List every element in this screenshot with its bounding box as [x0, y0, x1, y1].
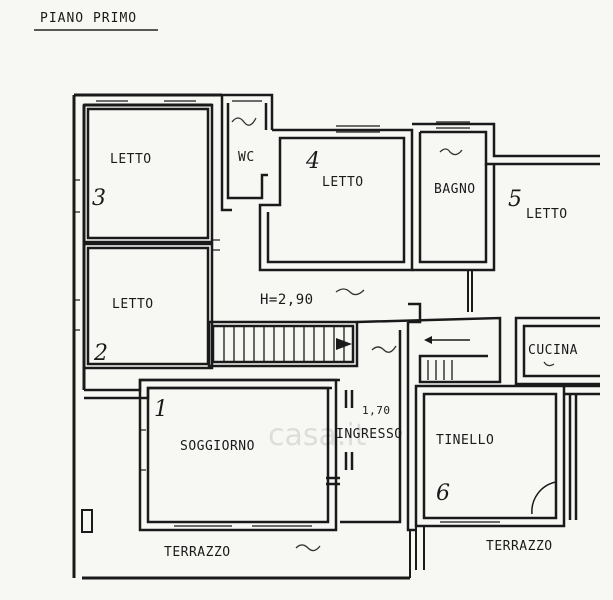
label-terrazzo-right: TERRAZZO [486, 539, 553, 554]
stair-arrow-icon [336, 338, 352, 350]
room-bagno-walls [412, 122, 600, 272]
room-letto-4-walls [258, 128, 414, 272]
label-terrazzo-left: TERRAZZO [164, 545, 231, 560]
outer-walls [72, 93, 410, 580]
label-letto-5: LETTO [526, 207, 568, 222]
room-letto-5-walls [467, 270, 473, 312]
label-bagno: BAGNO [434, 182, 476, 197]
number-tinello: 6 [436, 481, 450, 506]
room-letto-2-walls [82, 242, 214, 370]
label-wc: WC [238, 150, 255, 165]
room-tinello-walls [414, 384, 600, 528]
label-cucina: CUCINA [528, 343, 578, 358]
label-ingresso: INGRESSO [336, 427, 403, 442]
height-note: H=2,90 [260, 292, 314, 308]
label-letto-4: LETTO [322, 175, 364, 190]
stair-walls [207, 302, 502, 384]
terrace-outline [81, 509, 425, 578]
label-tinello: TINELLO [436, 433, 494, 448]
number-letto-4: 4 [305, 149, 320, 174]
room-letto-3-walls [82, 103, 214, 244]
label-letto-2: LETTO [112, 297, 154, 312]
room-soggiorno-walls [84, 378, 340, 532]
watermark: casa.it [268, 418, 367, 453]
number-letto-3: 3 [92, 186, 106, 211]
number-letto-5: 5 [508, 187, 522, 212]
room-cucina-walls [514, 316, 600, 386]
windows [74, 94, 500, 527]
room-ingresso-walls [340, 322, 416, 532]
label-letto-3: LETTO [110, 152, 152, 167]
height-note-ingresso: 1,70 [362, 404, 391, 417]
number-soggiorno: 1 [154, 397, 168, 422]
stair-treads [223, 326, 453, 380]
plan-title: PIANO PRIMO [40, 11, 137, 26]
door-swing-arc [531, 481, 557, 515]
number-letto-2: 2 [93, 341, 108, 366]
direction-arrow-icon [424, 336, 432, 344]
label-soggiorno: SOGGIORNO [180, 439, 255, 454]
handwritten-marks [231, 117, 555, 552]
